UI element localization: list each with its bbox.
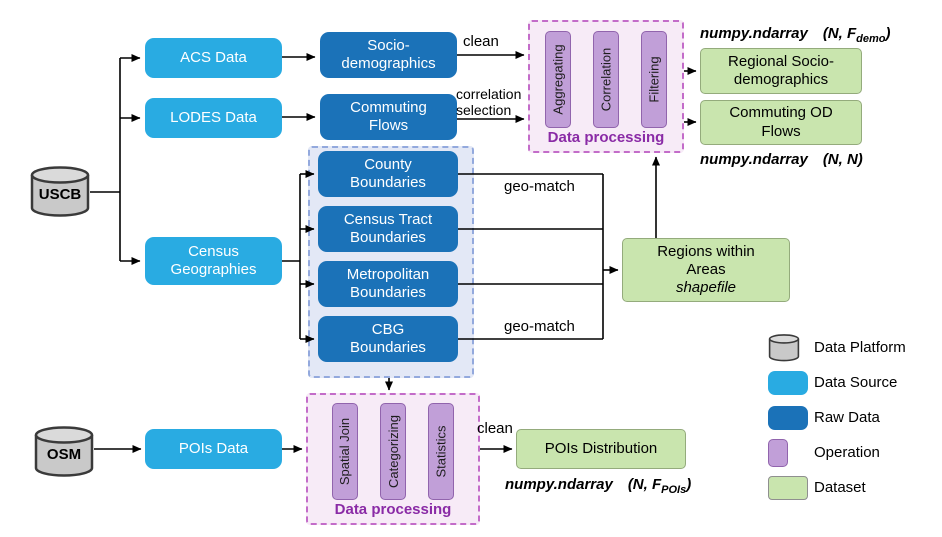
annotation-type: numpy.ndarray	[700, 151, 808, 168]
edge-label-geo-match-top: geo-match	[504, 178, 575, 195]
annotation-shape-close: )	[885, 25, 891, 42]
operation-statistics: Statistics	[428, 403, 454, 500]
legend-label: Dataset	[814, 479, 866, 496]
node-metropolitan-boundaries: Metropolitan Boundaries	[318, 261, 458, 307]
legend-item-data-source: Data Source	[768, 365, 906, 400]
data-platform-swatch-icon	[768, 333, 814, 362]
operation-categorizing: Categorizing	[380, 403, 406, 500]
legend-item-data-platform: Data Platform	[768, 330, 906, 365]
annotation-type: numpy.ndarray	[505, 476, 613, 493]
node-commuting-od-flows: Commuting OD Flows	[700, 100, 862, 145]
annotation-shape: (N, F	[822, 25, 857, 42]
legend-label: Data Platform	[814, 339, 906, 356]
legend-label: Raw Data	[814, 409, 880, 426]
database-icon	[34, 426, 94, 477]
annotation-od-ndarray: numpy.ndarray (N, N)	[700, 151, 863, 168]
platform-label-uscb: USCB	[38, 186, 82, 203]
node-regional-socio-demographics: Regional Socio- demographics	[700, 48, 862, 94]
regions-label: Regions within Areas	[657, 242, 755, 278]
data-processing-bottom-label: Data processing	[334, 501, 452, 518]
annotation-pois-ndarray: numpy.ndarray (N, FPOIs)	[505, 476, 691, 496]
dataset-swatch-icon	[768, 475, 808, 500]
node-socio-demographics: Socio- demographics	[320, 32, 457, 78]
legend-label: Data Source	[814, 374, 898, 391]
platform-label-osm: OSM	[46, 446, 82, 463]
annotation-shape: (N, N)	[822, 151, 863, 168]
data-source-swatch-icon	[768, 370, 808, 395]
raw-data-swatch-icon	[768, 405, 808, 430]
operation-filtering: Filtering	[641, 31, 667, 128]
operation-spatial-join: Spatial Join	[332, 403, 358, 500]
legend-label: Operation	[814, 444, 880, 461]
edge-label-selection: selection	[456, 102, 512, 118]
node-pois-data: POIs Data	[145, 429, 282, 469]
cylinder-uscb-platform: USCB	[30, 166, 90, 218]
node-lodes-data: LODES Data	[145, 98, 282, 138]
edge-label-clean-bottom: clean	[477, 420, 513, 437]
edge-label-clean-top: clean	[463, 33, 499, 50]
edge-label-correlation: correlation	[456, 86, 522, 102]
annotation-type: numpy.ndarray	[700, 25, 808, 42]
node-census-geographies: Census Geographies	[145, 237, 282, 285]
regions-format-label: shapefile	[675, 279, 737, 297]
annotation-shape: (N, F	[627, 476, 662, 493]
node-commuting-flows: Commuting Flows	[320, 94, 457, 140]
node-acs-data: ACS Data	[145, 38, 282, 78]
operation-swatch-icon	[768, 438, 788, 467]
annotation-regional-ndarray: numpy.ndarray (N, Fdemo)	[700, 25, 890, 45]
node-census-tract-boundaries: Census Tract Boundaries	[318, 206, 458, 252]
legend-item-dataset: Dataset	[768, 470, 906, 505]
cylinder-osm-platform: OSM	[34, 426, 94, 478]
annotation-subscript: POIs	[661, 484, 687, 496]
node-pois-distribution: POIs Distribution	[516, 429, 686, 469]
annotation-subscript: demo	[856, 33, 886, 45]
annotation-shape-close: )	[686, 476, 692, 493]
edge-label-geo-match-bottom: geo-match	[504, 318, 575, 335]
operation-aggregating: Aggregating	[545, 31, 571, 128]
node-county-boundaries: County Boundaries	[318, 151, 458, 197]
node-regions-within-areas: Regions within Areas shapefile	[622, 238, 790, 302]
data-processing-top-label: Data processing	[547, 129, 665, 146]
node-cbg-boundaries: CBG Boundaries	[318, 316, 458, 362]
legend: Data Platform Data Source Raw Data Opera…	[768, 330, 906, 505]
database-icon	[30, 166, 90, 217]
legend-item-operation: Operation	[768, 435, 906, 470]
data-processing-bottom-container: Spatial Join Categorizing Statistics Dat…	[306, 393, 480, 525]
operation-correlation: Correlation	[593, 31, 619, 128]
legend-item-raw-data: Raw Data	[768, 400, 906, 435]
data-processing-top-container: Aggregating Correlation Filtering Data p…	[528, 20, 684, 153]
